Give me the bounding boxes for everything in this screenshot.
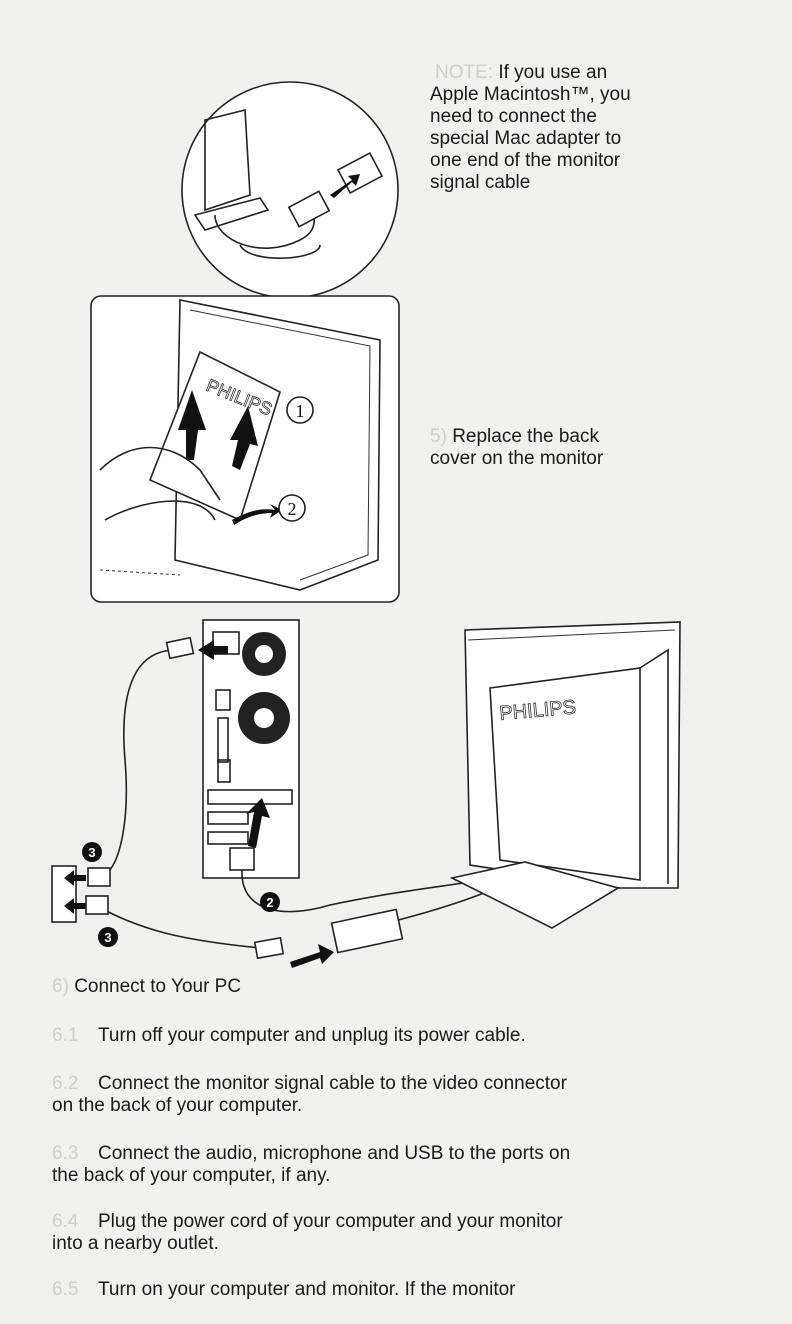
pc-port-1 [215, 689, 231, 711]
step-6-4: 6.4 Plug the power cord of your computer … [52, 1211, 672, 1255]
push-arrow-right-icon [230, 406, 258, 470]
step-6-4-line-2: into a nearby outlet. [52, 1233, 219, 1254]
callout-power-bottom [98, 927, 118, 947]
step-6-2-line-1: Connect the monitor signal cable to the … [98, 1073, 567, 1094]
callout-power-top-label: 3 [88, 845, 95, 860]
step-6-1: 6.1 Turn off your computer and unplug its… [52, 1025, 672, 1047]
arrow-1-label: 1 [296, 401, 305, 421]
pc-fan-top [242, 632, 286, 676]
cable-loop-drawing [239, 244, 321, 259]
step-6-1-line-1: Turn off your computer and unplug its po… [98, 1025, 526, 1046]
section-6-heading: 6) Connect to Your PC [52, 976, 241, 998]
pc-slot-1 [207, 789, 293, 805]
step-5-line-2: cover on the monitor [430, 448, 604, 469]
step-6-5-line-1: Turn on your computer and monitor. If th… [98, 1279, 516, 1300]
push-arrow-left-icon [178, 390, 206, 460]
arrow-2-label: 2 [288, 499, 297, 519]
mac-adapter-circle-frame [181, 81, 399, 299]
adapter-cable [339, 883, 506, 936]
slide-arrow-icon [232, 504, 282, 525]
step-6-5-number: 6.5 [52, 1279, 79, 1300]
adapter-arrow-icon [290, 944, 334, 968]
monitor-edge-drawing [204, 108, 251, 212]
step-6-2: 6.2 Connect the monitor signal cable to t… [52, 1073, 672, 1117]
video-connector-arrow-icon [246, 798, 270, 848]
monitor-brand-label: PHILIPS [499, 696, 577, 725]
arrow-1-callout [286, 396, 314, 424]
outlet-bottom-arrow-icon [64, 898, 86, 914]
arrow-2-callout [278, 494, 306, 522]
pc-power-socket [212, 631, 240, 655]
back-cover-frame [90, 295, 400, 603]
note-text: NOTE: If you use an Apple Macintosh™, yo… [430, 62, 680, 194]
section-6-number: 6) [52, 976, 69, 997]
callout-signal-label: 2 [266, 895, 273, 910]
step-6-3-number: 6.3 [52, 1143, 79, 1164]
step-5-text: 5) Replace the back cover on the monitor [430, 426, 680, 470]
pc-port-3 [217, 759, 231, 783]
note-line-1: If you use an [498, 62, 608, 83]
step-6-5: 6.5 Turn on your computer and monitor. If… [52, 1279, 672, 1301]
outlet-plug-bottom [85, 895, 109, 915]
monitor-back-drawing [174, 299, 381, 591]
cable-plug-drawing [287, 190, 331, 228]
pc-port-2 [217, 717, 229, 763]
outlet-plug-top [87, 867, 111, 887]
step-6-2-number: 6.2 [52, 1073, 79, 1094]
note-line-5: one end of the monitor [430, 150, 621, 171]
cover-dashed-line [99, 569, 181, 576]
power-adapter-brick [330, 908, 404, 954]
monitor-stand-drawing [193, 197, 270, 231]
monitor-top-bezel [467, 629, 676, 641]
wall-outlet [51, 865, 77, 923]
insert-arrow-icon [330, 174, 360, 198]
signal-cable-drawing [214, 194, 321, 249]
outlet-top-arrow-icon [64, 870, 86, 886]
callout-power-bottom-label: 3 [104, 930, 111, 945]
step-6-2-line-2: on the back of your computer. [52, 1095, 303, 1116]
pc-video-connector [229, 847, 255, 871]
monitor-signal-cable [241, 869, 506, 913]
callout-power-top [82, 842, 102, 862]
pc-slot-3 [207, 831, 249, 845]
step-6-1-number: 6.1 [52, 1025, 79, 1046]
pc-power-arrow-icon [198, 640, 228, 660]
monitor-power-cable [94, 904, 261, 949]
monitor-front-drawing [464, 621, 681, 889]
note-line-6: signal cable [430, 172, 531, 193]
step-6-3-line-1: Connect the audio, microphone and USB to… [98, 1143, 571, 1164]
step-6-4-number: 6.4 [52, 1211, 79, 1232]
callout-signal [260, 892, 280, 912]
pc-tower-drawing [202, 619, 300, 879]
pc-power-plug [165, 636, 195, 660]
note-line-3: need to connect the [430, 106, 597, 127]
step-5-number: 5) [430, 426, 447, 447]
adapter-input-plug [253, 936, 285, 960]
monitor-back-inner [189, 309, 371, 581]
mac-adapter-drawing [336, 151, 384, 195]
note-line-4: special Mac adapter to [430, 128, 622, 149]
monitor-base-drawing [449, 861, 620, 929]
step-6-3: 6.3 Connect the audio, microphone and USB… [52, 1143, 672, 1187]
step-6-4-line-1: Plug the power cord of your computer and… [98, 1211, 563, 1232]
note-line-2: Apple Macintosh™, you [430, 84, 631, 105]
pc-slot-2 [207, 811, 249, 825]
section-6-title: Connect to Your PC [74, 976, 242, 997]
pc-fan-bottom [238, 692, 290, 744]
note-label: NOTE: [435, 62, 494, 83]
pc-fan-bottom-hub [254, 708, 274, 728]
step-5-line-1: Replace the back [452, 426, 600, 447]
hands-drawing [99, 446, 221, 521]
monitor-screen-outline [489, 667, 641, 881]
step-6-3-line-2: the back of your computer, if any. [52, 1165, 331, 1186]
back-cover-panel [148, 350, 281, 522]
cover-brand-label: PHILIPS [204, 375, 275, 419]
pc-power-cable [107, 649, 177, 873]
pc-fan-top-hub [255, 645, 273, 663]
monitor-side-drawing [639, 648, 669, 884]
